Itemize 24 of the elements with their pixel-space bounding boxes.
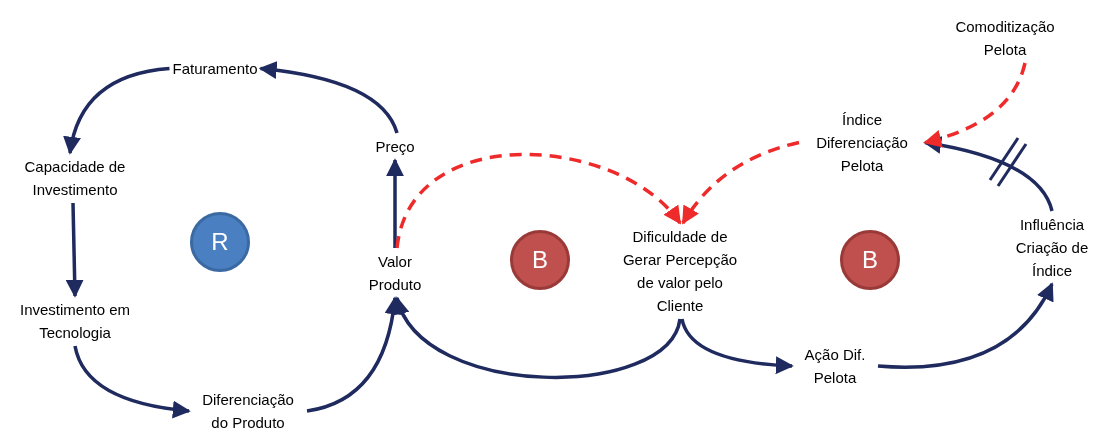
variable-label: Investimento em Tecnologia: [19, 298, 131, 344]
arrow: [65, 202, 84, 298]
arrow: [877, 282, 1054, 369]
variable-label: Valor Produto: [355, 250, 435, 296]
arrow: [395, 296, 682, 379]
variable-label: Influência Criação de Índice: [1004, 213, 1100, 282]
variable-label: Faturamento: [172, 57, 258, 80]
variable-label: Ação Dif. Pelota: [795, 343, 875, 389]
arrow: [386, 158, 404, 248]
dashed-arrow: [395, 152, 682, 249]
variable-label: Índice Diferenciação Pelota: [802, 108, 922, 177]
arrow: [923, 136, 1054, 212]
dashed-arrow: [923, 62, 1027, 148]
variable-label: Dificuldade de Gerar Percepção de valor pelo Cliente: [616, 225, 744, 317]
arrow: [306, 296, 402, 413]
variable-label: Comoditização Pelota: [945, 15, 1065, 61]
arrow: [680, 318, 794, 375]
variable-label: Preço: [375, 135, 415, 158]
arrow: [73, 345, 191, 419]
arrow: [63, 66, 170, 155]
variable-label: Capacidade de Investimento: [15, 155, 135, 201]
variable-label: Diferenciação do Produto: [192, 388, 304, 434]
arrow: [258, 61, 399, 134]
dashed-arrow: [681, 140, 800, 225]
